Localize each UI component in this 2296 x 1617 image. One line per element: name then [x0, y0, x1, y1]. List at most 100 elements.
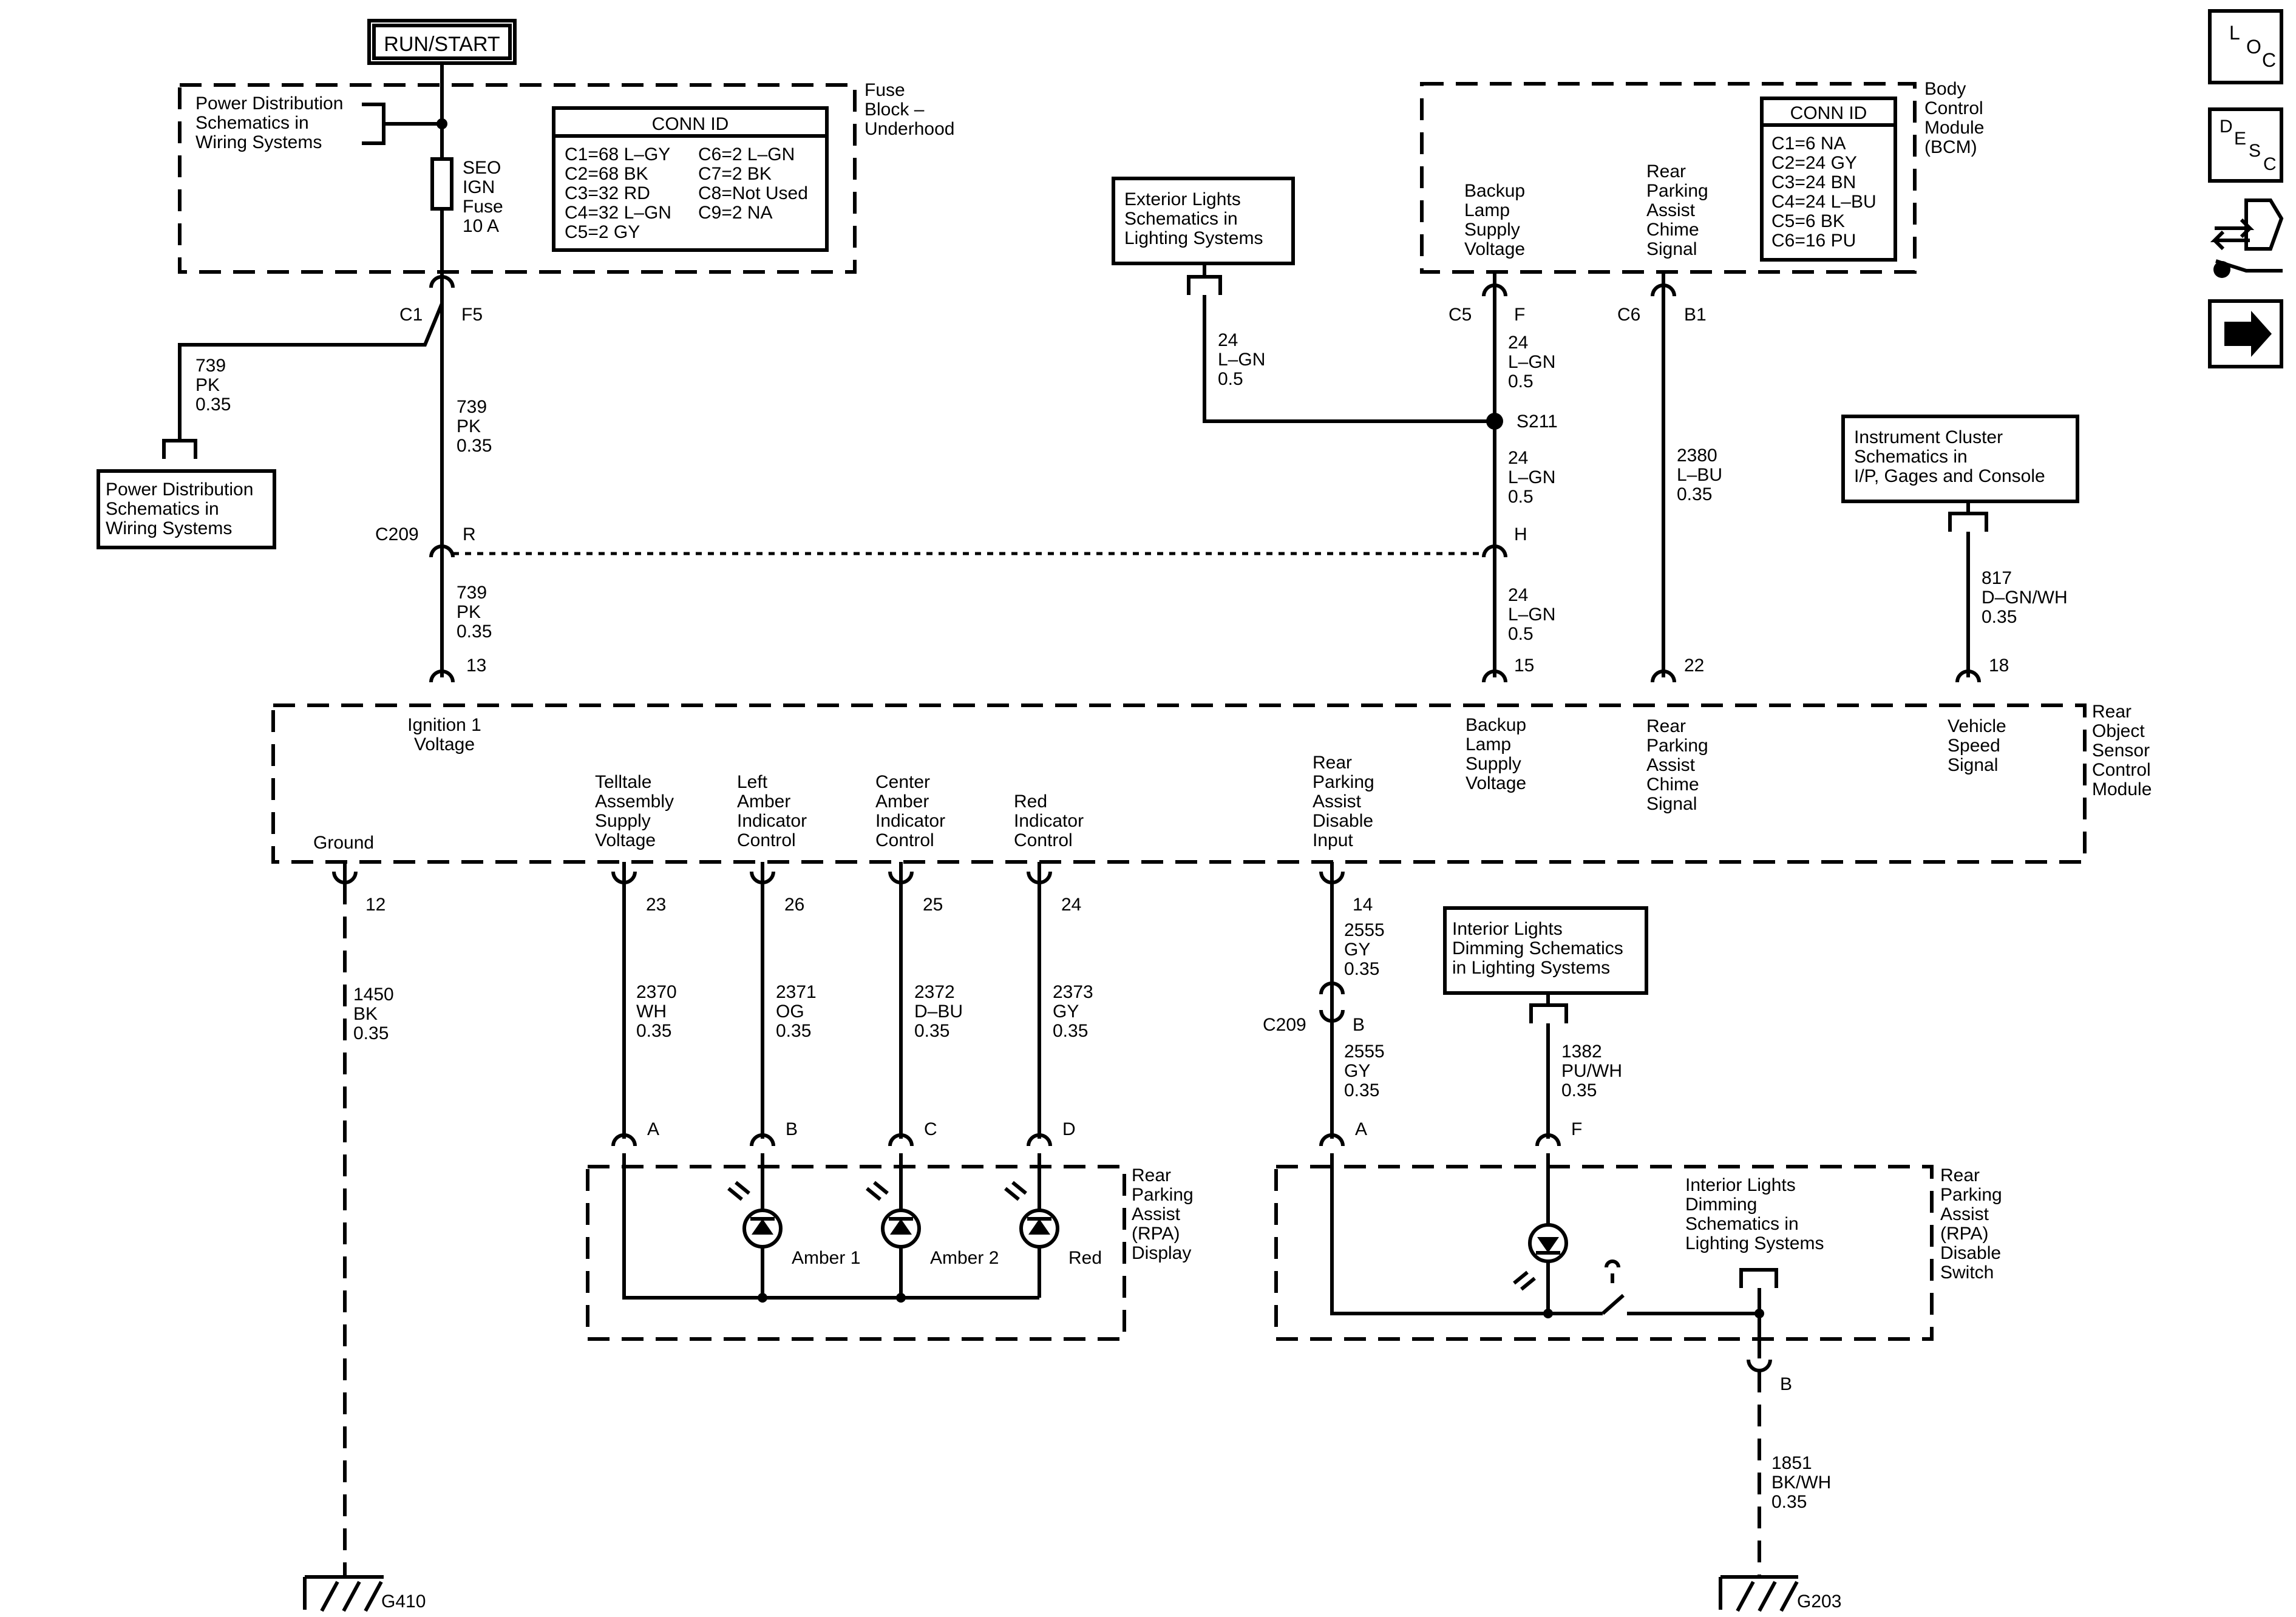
svg-text:26: 26: [784, 895, 804, 915]
rosm-pin-25: 25: [888, 862, 943, 1139]
svg-text:739: 739: [195, 356, 226, 376]
svg-text:12: 12: [365, 895, 385, 915]
bcm-label: Body Control Module (BCM): [1924, 79, 1984, 157]
power-distribution-ref-left[interactable]: Power Distribution Schematics in Wiring …: [97, 469, 276, 549]
svg-text:24: 24: [1218, 330, 1238, 350]
svg-text:739: 739: [457, 583, 487, 603]
svg-text:Amber: Amber: [737, 792, 790, 812]
svg-text:Lighting Systems: Lighting Systems: [1124, 228, 1263, 248]
svg-text:B: B: [1780, 1374, 1792, 1394]
exterior-lights-ref[interactable]: Exterior Lights Schematics in Lighting S…: [1112, 177, 1295, 265]
power-distribution-ref-top[interactable]: Power Distribution Schematics in Wiring …: [195, 93, 343, 152]
next-arrow-icon[interactable]: [2208, 299, 2283, 368]
svg-text:S211: S211: [1517, 412, 1558, 432]
switch-pin-b: B: [1747, 1359, 1792, 1394]
svg-text:Indicator: Indicator: [737, 811, 807, 831]
bcm-conn-id-table: CONN ID C1=6 NA C2=24 GY C3=24 BN C4=24 …: [1760, 97, 1897, 262]
svg-text:Input: Input: [1313, 830, 1353, 850]
bcm-chime-label: Rear Parking Assist Chime Signal: [1646, 161, 1708, 259]
svg-text:Power Distribution: Power Distribution: [106, 480, 253, 500]
svg-text:1450: 1450: [353, 985, 394, 1005]
svg-text:Parking: Parking: [1646, 181, 1708, 201]
wire-2372-label: 2372 D–BU 0.35: [914, 982, 963, 1041]
svg-text:C8=Not Used: C8=Not Used: [698, 183, 808, 203]
rosm-backup-label: Backup Lamp Supply Voltage: [1466, 715, 1526, 793]
rpa-switch-outline: [1274, 1165, 1934, 1341]
wire-24-exterior-label: 24 L–GN 0.5: [1218, 330, 1265, 389]
svg-text:Assist: Assist: [1313, 792, 1362, 812]
loc-nav-button[interactable]: L O C: [2208, 9, 2283, 84]
svg-text:C6=16 PU: C6=16 PU: [1771, 231, 1856, 251]
rosm-pin-26: 26: [750, 862, 804, 1139]
svg-text:Red: Red: [1014, 792, 1047, 812]
svg-text:Rear: Rear: [1646, 161, 1686, 181]
instrument-cluster-ref[interactable]: Instrument Cluster Schematics in I/P, Ga…: [1841, 415, 2079, 503]
svg-text:G410: G410: [381, 1592, 426, 1612]
interior-dimming-ref[interactable]: Interior Lights Dimming Schematics in Li…: [1443, 906, 1648, 995]
svg-text:Rear: Rear: [2092, 702, 2131, 722]
svg-text:C: C: [924, 1119, 937, 1139]
desc-nav-button[interactable]: D E S C: [2208, 107, 2283, 183]
fuse-label: SEO IGN Fuse 10 A: [463, 158, 503, 236]
svg-text:Center: Center: [875, 772, 930, 792]
svg-text:0.35: 0.35: [636, 1021, 671, 1041]
svg-text:SEO: SEO: [463, 158, 501, 178]
fuse-conn-id-table: CONN ID C1=68 L–GY C2=68 BK C3=32 RD C4=…: [552, 106, 829, 252]
svg-text:Control: Control: [1014, 830, 1073, 850]
svg-text:0.35: 0.35: [457, 436, 492, 456]
svg-text:Schematics in: Schematics in: [1685, 1214, 1799, 1234]
svg-text:C2=24 GY: C2=24 GY: [1771, 153, 1857, 173]
svg-text:C9=2 NA: C9=2 NA: [698, 203, 773, 223]
svg-text:Exterior Lights: Exterior Lights: [1124, 189, 1241, 209]
svg-text:Parking: Parking: [1313, 772, 1374, 792]
svg-text:Lighting Systems: Lighting Systems: [1685, 1233, 1824, 1253]
svg-text:C4=24 L–BU: C4=24 L–BU: [1771, 192, 1877, 212]
svg-text:10 A: 10 A: [463, 216, 499, 236]
desc-icon: D: [2220, 117, 2233, 137]
svg-text:Indicator: Indicator: [1014, 811, 1084, 831]
svg-text:Display: Display: [1132, 1243, 1191, 1263]
rosm-vss-label: Vehicle Speed Signal: [1948, 716, 2006, 775]
bcm-outline: [1420, 82, 1917, 274]
wire-2370-label: 2370 WH 0.35: [636, 982, 677, 1041]
svg-text:Assist: Assist: [1132, 1204, 1181, 1224]
disable-switch-contact-icon[interactable]: [1601, 1259, 1764, 1318]
svg-text:0.5: 0.5: [1508, 371, 1533, 392]
svg-text:C4=32 L–GN: C4=32 L–GN: [565, 203, 671, 223]
svg-text:C: C: [2262, 49, 2276, 71]
ground-g203-icon: G203: [1719, 1575, 1841, 1612]
svg-text:2555: 2555: [1344, 920, 1385, 940]
svg-text:Voltage: Voltage: [414, 734, 475, 754]
svg-text:22: 22: [1684, 656, 1704, 676]
rosm-pin-24: 24: [1027, 862, 1081, 1139]
svg-text:Left: Left: [737, 772, 768, 792]
svg-text:1382: 1382: [1561, 1042, 1602, 1062]
svg-text:25: 25: [923, 895, 943, 915]
svg-text:Chime: Chime: [1646, 220, 1699, 240]
seo-ign-fuse-icon: [430, 157, 453, 211]
rpa-display-pins: A B C D: [611, 1119, 1076, 1147]
svg-text:Object: Object: [2092, 721, 2145, 741]
connector-c209-b: C209 B: [1263, 981, 1365, 1035]
svg-text:Instrument Cluster: Instrument Cluster: [1854, 427, 2003, 447]
red-led-icon: [1004, 1181, 1059, 1249]
svg-text:L–GN: L–GN: [1218, 350, 1265, 370]
svg-text:0.35: 0.35: [1344, 1080, 1379, 1100]
svg-text:C5=6 BK: C5=6 BK: [1771, 211, 1845, 231]
svg-text:Module: Module: [1924, 118, 1984, 138]
svg-text:Ignition 1: Ignition 1: [407, 715, 481, 735]
svg-text:Assist: Assist: [1646, 200, 1696, 220]
rosm-left-amber-label: Left Amber Indicator Control: [737, 772, 807, 850]
svg-text:Fuse: Fuse: [864, 80, 905, 100]
red-label: Red: [1068, 1248, 1102, 1268]
svg-text:24: 24: [1508, 585, 1528, 605]
svg-text:817: 817: [1982, 568, 2012, 588]
svg-text:0.35: 0.35: [1053, 1021, 1088, 1041]
interior-dimming-ref-inner[interactable]: Interior Lights Dimming Schematics in Li…: [1685, 1175, 1824, 1253]
svg-text:Power Distribution: Power Distribution: [195, 93, 343, 114]
svg-text:BK/WH: BK/WH: [1771, 1473, 1831, 1493]
svg-text:0.35: 0.35: [914, 1021, 949, 1041]
connector-end-view-icon[interactable]: [2210, 198, 2284, 278]
svg-text:Disable: Disable: [1313, 811, 1373, 831]
